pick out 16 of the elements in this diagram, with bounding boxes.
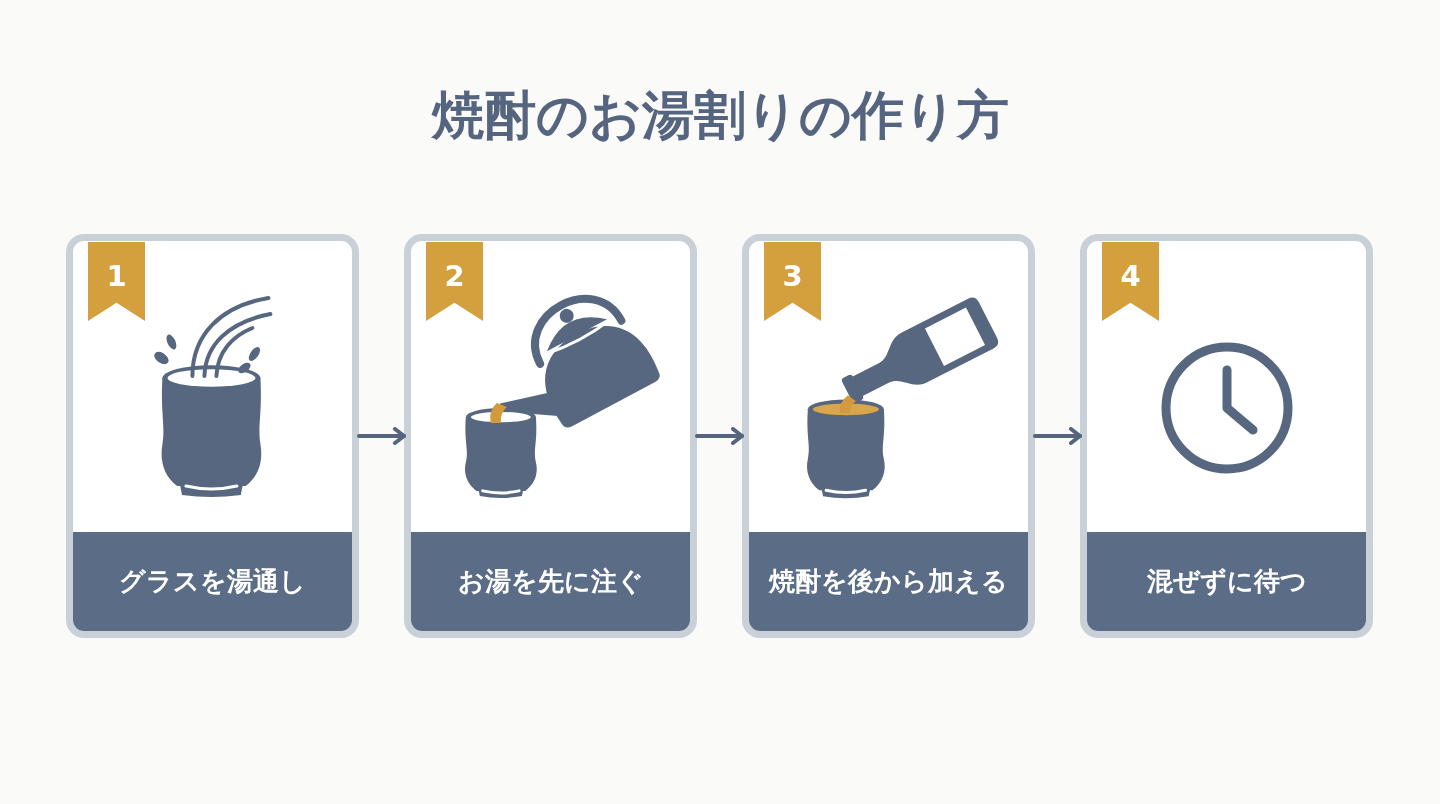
caption-band: お湯を先に注ぐ — [411, 532, 690, 631]
caption-band: グラスを湯通し — [73, 532, 352, 631]
step-card — [66, 234, 359, 638]
title: 焼酎のお湯割りの作り方 — [431, 84, 1009, 147]
step-number-ribbon: 3 — [764, 242, 821, 321]
step-card — [742, 234, 1035, 638]
caption-band: 焼酎を後から加える — [749, 532, 1028, 631]
step-number-ribbon: 1 — [88, 242, 145, 321]
step-card — [1080, 234, 1373, 638]
arrow — [1033, 427, 1082, 445]
step-number-ribbon: 2 — [426, 242, 483, 321]
arrow — [357, 427, 406, 445]
arrow — [695, 427, 744, 445]
caption-band: 混ぜずに待つ — [1087, 532, 1366, 631]
step-card — [404, 234, 697, 638]
step-number-ribbon: 4 — [1102, 242, 1159, 321]
